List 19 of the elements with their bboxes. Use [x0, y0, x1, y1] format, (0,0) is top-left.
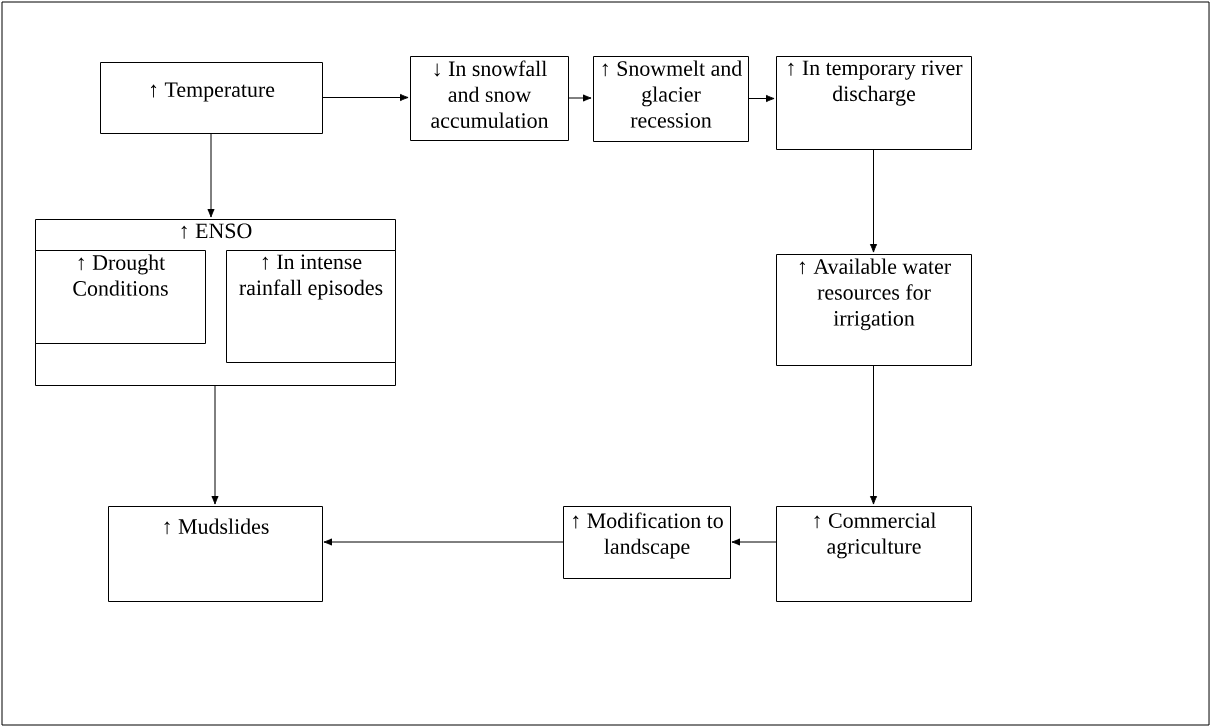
arrow: [321, 93, 409, 102]
process-box: ↑ Temperature: [100, 62, 323, 134]
process-box: ↓ In snowfall and snow accumulation: [410, 56, 569, 141]
process-box: ↑ Commercial agriculture: [776, 506, 972, 602]
arrow: [207, 132, 215, 218]
process-box: ↑ Available water resources for irrigation: [776, 254, 972, 366]
arrow: [869, 148, 878, 253]
process-box: ↑ In intense rainfall episodes: [226, 250, 396, 363]
process-box: ↑ Mudslides: [108, 506, 323, 602]
arrow: [567, 94, 592, 102]
process-box: ↑ Snowmelt and glacier recession: [593, 56, 749, 142]
arrow: [869, 364, 878, 505]
process-box: ↑ Modification to landscape: [563, 506, 731, 579]
arrow: [211, 384, 219, 505]
arrow: [323, 538, 564, 546]
arrow: [747, 94, 775, 103]
process-box: ↑ Drought Conditions: [35, 250, 206, 344]
process-box: ↑ In temporary river discharge: [776, 56, 972, 150]
arrow: [731, 538, 777, 546]
